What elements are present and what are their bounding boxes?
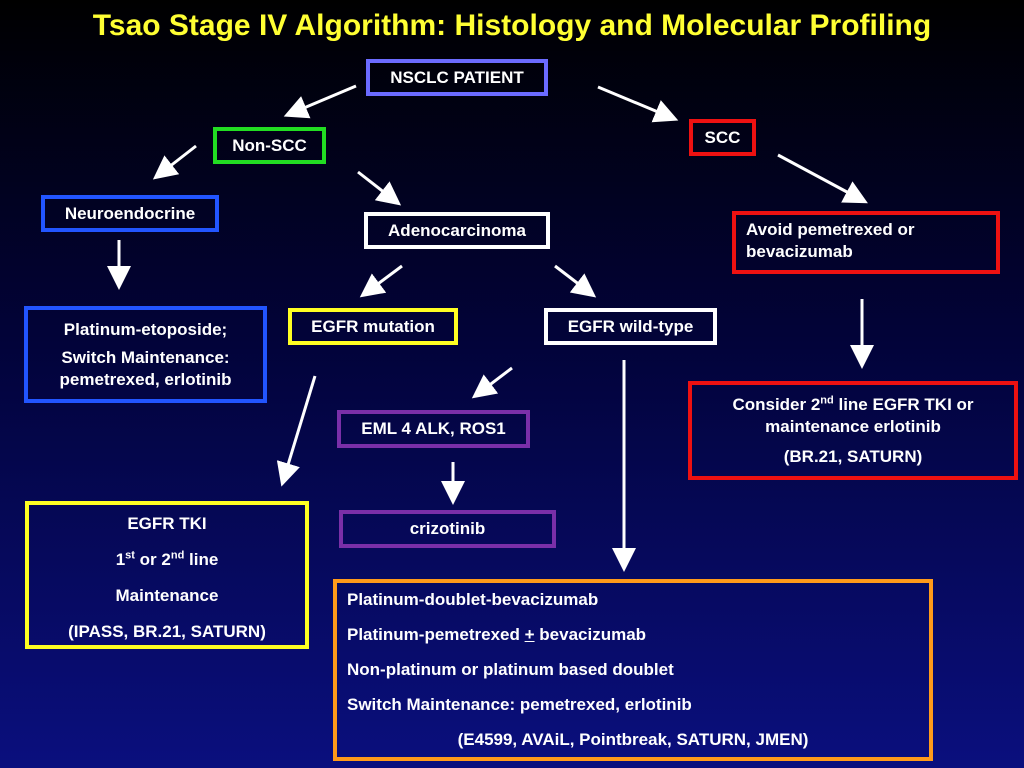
platinum-etoposide-box: Platinum-etoposide; Switch Maintenance: … [24,306,267,403]
crizotinib-box: crizotinib [339,510,556,548]
avoid-label: Avoid pemetrexed or bevacizumab [746,220,915,261]
eml4-alk-ros1-box: EML 4 ALK, ROS1 [337,410,530,448]
eml4-alk-ros1-label: EML 4 ALK, ROS1 [361,419,506,438]
platinum-etoposide-line1: Platinum-etoposide; [63,319,228,339]
arrow-nonscc-to-neuro [152,144,197,180]
page-title: Tsao Stage IV Algorithm: Histology and M… [92,9,932,42]
egfr-tki-line3: Maintenance [115,586,219,605]
platinum-etoposide-line2: Switch Maintenance: pemetrexed, erlotini… [59,347,232,389]
egfr-wildtype-label: EGFR wild-type [567,316,694,336]
arrow-nsclc-to-nonscc [283,84,357,119]
non-scc-box: Non-SCC [213,127,326,164]
scc-label: SCC [704,127,741,147]
consider-egfr-tki-box: Consider 2nd line EGFR TKI or maintenanc… [688,381,1018,480]
crizotinib-label: crizotinib [409,519,486,538]
neuroendocrine-box: Neuroendocrine [41,195,219,232]
egfr-tki-line4: (IPASS, BR.21, SATURN) [68,622,266,641]
avoid-box: Avoid pemetrexed or bevacizumab [732,211,1000,274]
arrow-adeno-to-egfrmut [359,264,403,298]
egfr-tki-box: EGFR TKI 1st or 2nd line Maintenance (IP… [25,501,309,649]
egfr-tki-line1: EGFR TKI [127,514,207,533]
egfr-tki-line2: 1st or 2nd line [115,549,219,569]
egfr-mutation-label: EGFR mutation [311,316,435,336]
consider-line1: Consider 2nd line EGFR TKI or maintenanc… [732,393,974,436]
scc-box: SCC [689,119,756,156]
platinum-doublet-line2: Platinum-pemetrexed + bevacizumab [347,625,647,644]
adenocarcinoma-label: Adenocarcinoma [388,220,526,240]
nsclc-patient-box: NSCLC PATIENT [366,59,548,96]
arrow-nonscc-to-adeno [357,170,402,206]
nsclc-patient-label: NSCLC PATIENT [390,67,524,87]
platinum-doublet-line3: Non-platinum or platinum based doublet [347,660,674,679]
neuroendocrine-label: Neuroendocrine [64,203,196,223]
platinum-doublet-box: Platinum-doublet-bevacizumab Platinum-pe… [333,579,933,761]
egfr-mutation-box: EGFR mutation [288,308,458,345]
platinum-doublet-line5: (E4599, AVAiL, Pointbreak, SATURN, JMEN) [457,730,809,749]
consider-line2: (BR.21, SATURN) [783,446,923,466]
platinum-doublet-line1: Platinum-doublet-bevacizumab [347,590,599,609]
platinum-doublet-line4: Switch Maintenance: pemetrexed, erlotini… [347,695,692,714]
arrow-nsclc-to-scc [597,85,679,123]
adenocarcinoma-box: Adenocarcinoma [364,212,550,249]
arrow-adeno-to-egfrwt [554,264,597,298]
arrow-egfrwt-to-eml [471,366,513,399]
arrow-egfrmut-to-tki [276,375,317,487]
non-scc-label: Non-SCC [232,135,307,155]
egfr-wildtype-box: EGFR wild-type [544,308,717,345]
arrow-scc-to-avoid [777,153,868,204]
